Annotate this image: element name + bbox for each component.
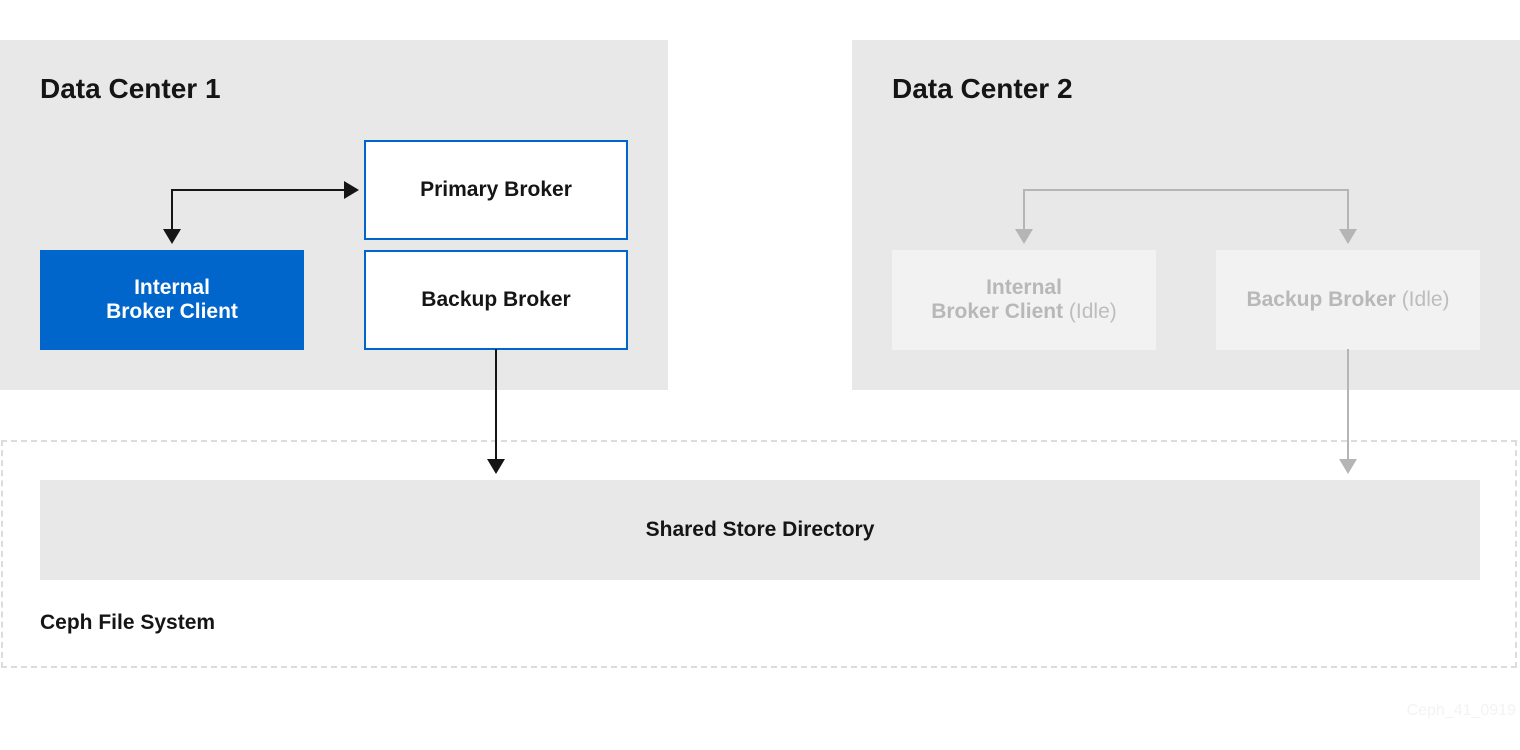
shared-store-directory-box: Shared Store Directory [40,480,1480,580]
shared-store-label: Shared Store Directory [645,518,875,541]
ceph-file-system-label: Ceph File System [40,611,216,634]
internal-client-idle-label: (Idle) [1068,300,1117,323]
data-center-2-title: Data Center 2 [892,73,1073,104]
internal-broker-client-box-dc2: Internal Broker Client (Idle) [892,250,1156,350]
internal-client-line2-dc1: Broker Client [106,300,238,323]
primary-broker-label: Primary Broker [420,178,572,201]
backup-broker-box-dc2: Backup Broker (Idle) [1216,250,1480,350]
backup-broker-label-dc2: Backup Broker [1246,288,1396,311]
backup-broker-label-dc1: Backup Broker [421,288,571,311]
primary-broker-box: Primary Broker [364,140,628,240]
internal-client-line1-dc2: Internal [986,276,1062,299]
internal-client-line1-dc1: Internal [134,276,210,299]
ceph-file-system-container [1,440,1517,668]
internal-client-line2-dc2: Broker Client [931,300,1064,323]
internal-broker-client-box-dc1: Internal Broker Client [40,250,304,350]
data-center-1-title: Data Center 1 [40,73,221,104]
image-id-watermark: Ceph_41_0919 [1406,702,1516,719]
backup-broker-idle-label: (Idle) [1401,288,1450,311]
backup-broker-box-dc1: Backup Broker [364,250,628,350]
